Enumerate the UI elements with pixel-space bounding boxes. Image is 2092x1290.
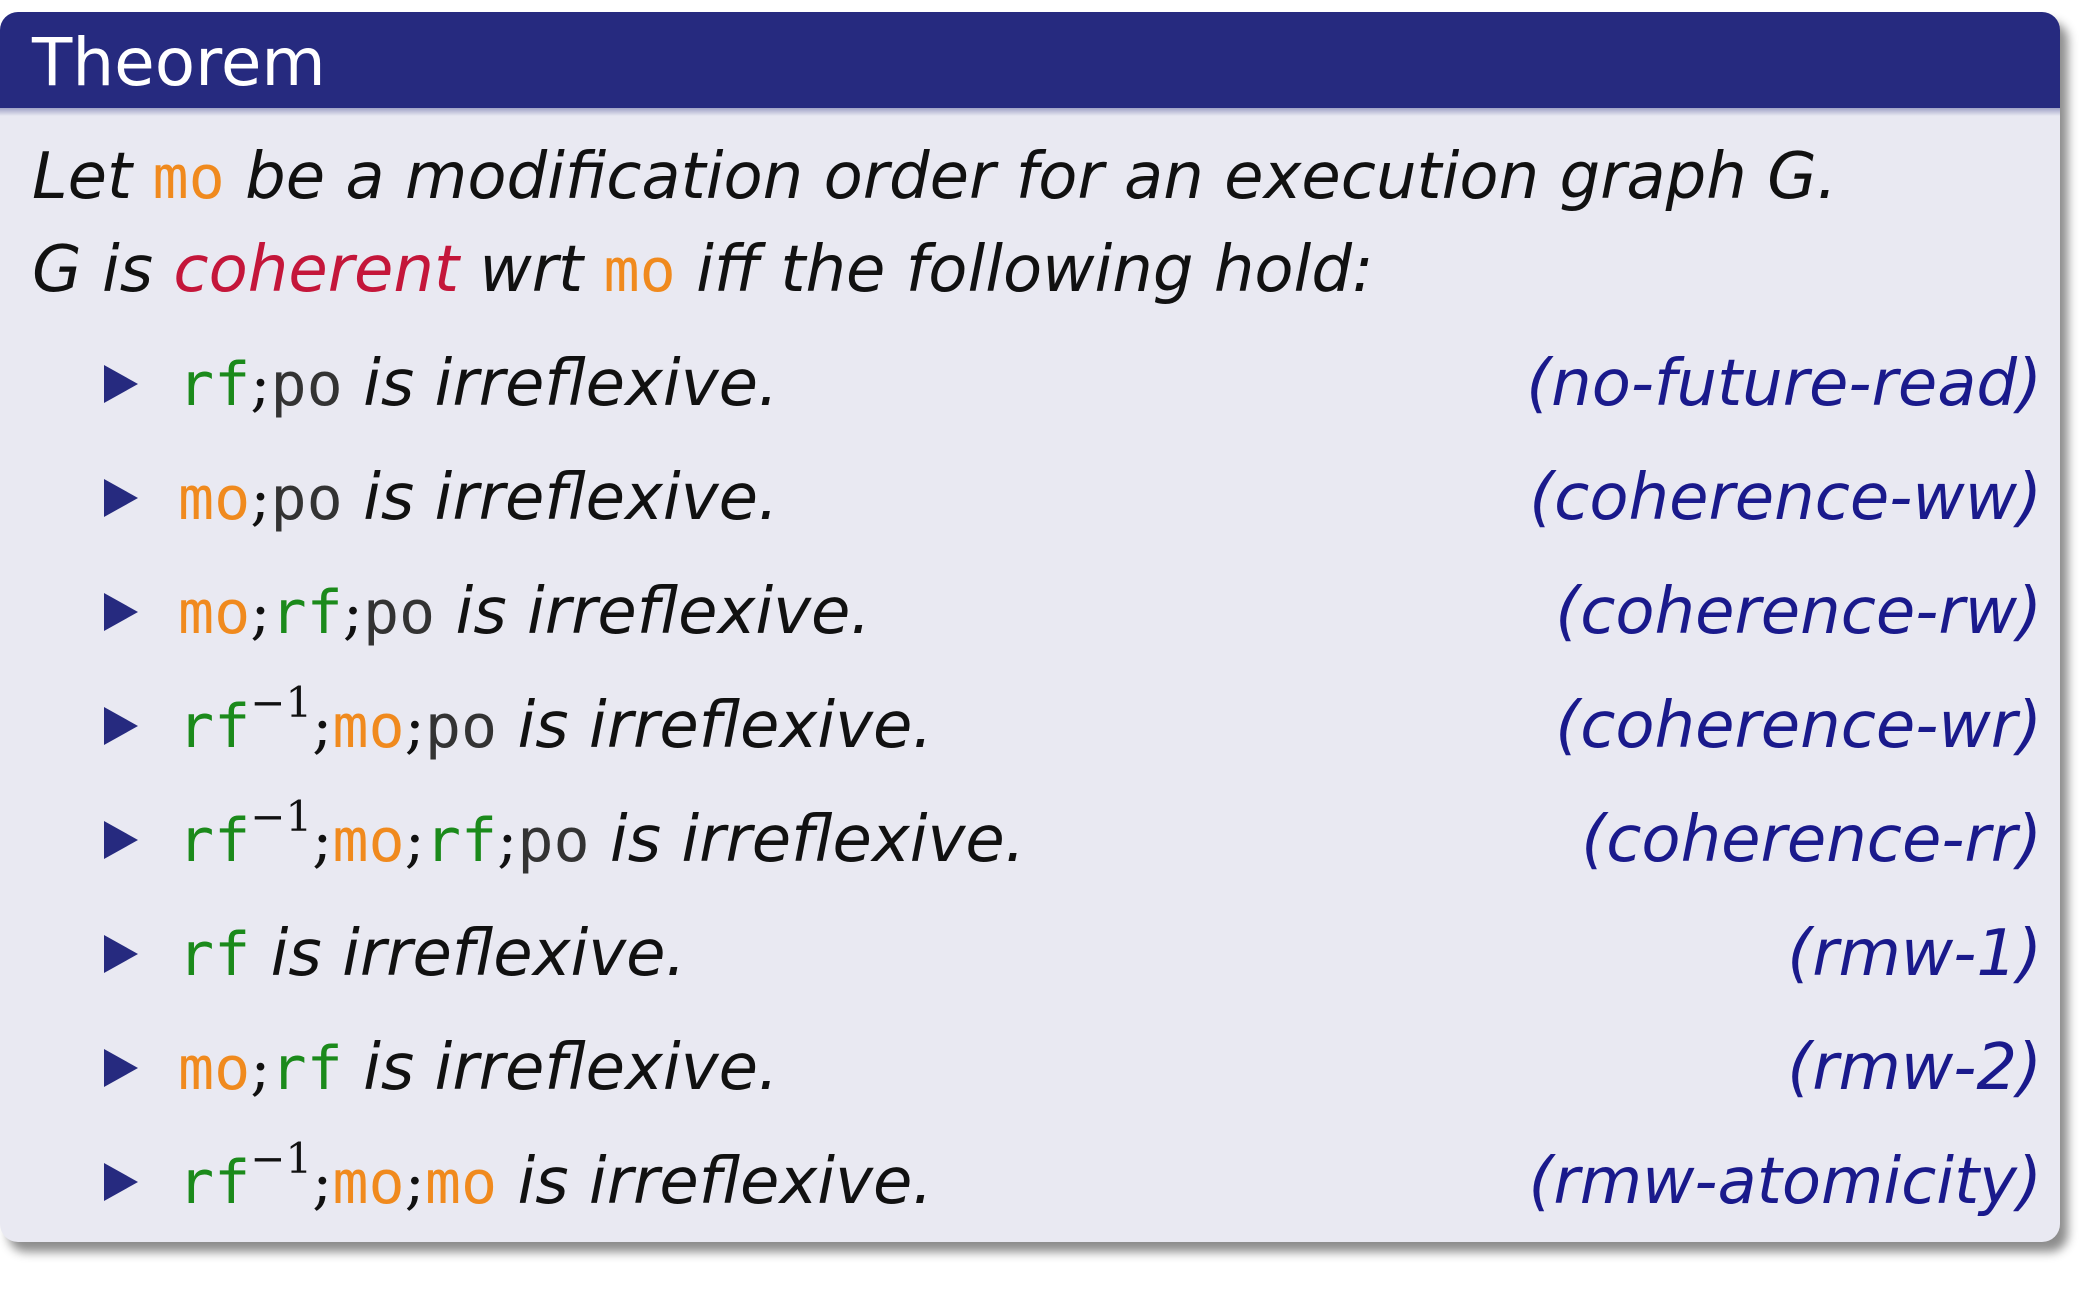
- intro-line-1: Let mo be a modification order for an ex…: [32, 140, 1837, 214]
- semicolon: ;: [404, 1148, 425, 1218]
- condition-item: rf−1;mo;po is irreflexive. (coherence-wr…: [0, 679, 2060, 793]
- term-rf: rf: [178, 1148, 251, 1218]
- theorem-header: Theorem: [0, 12, 2060, 116]
- condition-tag: (coherence-ww): [1529, 461, 2042, 535]
- term-po: po: [517, 806, 590, 876]
- condition-formula: rf−1;mo;mo is irreflexive.: [178, 1138, 933, 1220]
- condition-text: is irreflexive.: [497, 689, 933, 763]
- condition-item: rf;po is irreflexive. (no-future-read): [0, 337, 2060, 451]
- term-mo: mo: [603, 236, 676, 306]
- intro-text: G is: [32, 233, 174, 307]
- term-rf: rf: [178, 350, 251, 420]
- term-mo: mo: [332, 806, 405, 876]
- term-mo: mo: [178, 578, 251, 648]
- triangle-bullet-icon: [104, 821, 138, 859]
- condition-text: is irreflexive.: [250, 917, 686, 991]
- condition-item: mo;rf;po is irreflexive. (coherence-rw): [0, 565, 2060, 679]
- term-mo: mo: [332, 1148, 405, 1218]
- condition-text: is irreflexive.: [589, 803, 1026, 877]
- intro-line-2: G is coherent wrt mo iff the following h…: [32, 233, 1374, 307]
- semicolon: ;: [250, 1034, 271, 1104]
- condition-item: mo;po is irreflexive. (coherence-ww): [0, 451, 2060, 565]
- intro-text: be a modification order for an execution…: [224, 140, 1838, 214]
- semicolon: ;: [250, 578, 271, 648]
- semicolon: ;: [497, 806, 518, 876]
- condition-tag: (no-future-read): [1526, 347, 2042, 421]
- condition-tag: (rmw-atomicity): [1528, 1145, 2042, 1219]
- condition-formula: rf;po is irreflexive.: [178, 347, 778, 421]
- term-mo: mo: [424, 1148, 498, 1218]
- condition-item: rf−1;mo;rf;po is irreflexive. (coherence…: [0, 793, 2060, 907]
- semicolon: ;: [342, 578, 363, 648]
- condition-formula: rf is irreflexive.: [178, 917, 686, 991]
- intro-text: Let: [32, 140, 153, 214]
- condition-tag: (rmw-2): [1787, 1031, 2042, 1105]
- condition-formula: mo;rf;po is irreflexive.: [178, 575, 871, 649]
- theorem-title: Theorem: [32, 24, 326, 101]
- triangle-bullet-icon: [104, 935, 138, 973]
- semicolon: ;: [250, 464, 271, 534]
- condition-tag: (coherence-wr): [1555, 689, 2042, 763]
- triangle-bullet-icon: [104, 365, 138, 403]
- semicolon: ;: [312, 1148, 333, 1218]
- term-po: po: [362, 578, 436, 648]
- inverse-superscript: −1: [250, 1134, 313, 1183]
- term-mo: mo: [178, 464, 251, 534]
- semicolon: ;: [404, 692, 425, 762]
- term-mo: mo: [152, 143, 225, 213]
- condition-item: rf−1;mo;mo is irreflexive. (rmw-atomicit…: [0, 1135, 2060, 1242]
- triangle-bullet-icon: [104, 479, 138, 517]
- semicolon: ;: [312, 692, 333, 762]
- triangle-bullet-icon: [104, 593, 138, 631]
- term-rf: rf: [178, 692, 251, 762]
- semicolon: ;: [404, 806, 425, 876]
- term-rf: rf: [178, 920, 251, 990]
- term-po: po: [424, 692, 498, 762]
- condition-text: is irreflexive.: [435, 575, 871, 649]
- condition-text: is irreflexive.: [342, 347, 779, 421]
- triangle-bullet-icon: [104, 1163, 138, 1201]
- condition-text: is irreflexive.: [342, 1031, 779, 1105]
- condition-formula: rf−1;mo;rf;po is irreflexive.: [178, 796, 1026, 878]
- term-rf: rf: [270, 1034, 343, 1104]
- condition-formula: rf−1;mo;po is irreflexive.: [178, 682, 933, 764]
- condition-tag: (coherence-rw): [1555, 575, 2042, 649]
- inverse-superscript: −1: [250, 678, 313, 727]
- condition-text: is irreflexive.: [342, 461, 779, 535]
- term-rf: rf: [424, 806, 498, 876]
- condition-tag: (coherence-rr): [1581, 803, 2042, 877]
- triangle-bullet-icon: [104, 1049, 138, 1087]
- intro-text: iff the following hold:: [675, 233, 1374, 307]
- term-po: po: [270, 464, 343, 534]
- term-rf: rf: [270, 578, 343, 648]
- condition-formula: mo;rf is irreflexive.: [178, 1031, 778, 1105]
- semicolon: ;: [312, 806, 333, 876]
- term-po: po: [270, 350, 343, 420]
- condition-item: rf is irreflexive. (rmw-1): [0, 907, 2060, 1021]
- term-rf: rf: [178, 806, 251, 876]
- condition-list: rf;po is irreflexive. (no-future-read) m…: [0, 337, 2060, 1242]
- condition-text: is irreflexive.: [497, 1145, 933, 1219]
- theorem-block: Theorem Let mo be a modification order f…: [0, 12, 2060, 1242]
- term-mo: mo: [332, 692, 405, 762]
- term-mo: mo: [178, 1034, 251, 1104]
- coherent-highlight: coherent: [173, 233, 460, 307]
- triangle-bullet-icon: [104, 707, 138, 745]
- condition-formula: mo;po is irreflexive.: [178, 461, 778, 535]
- condition-item: mo;rf is irreflexive. (rmw-2): [0, 1021, 2060, 1135]
- semicolon: ;: [250, 350, 271, 420]
- intro-text: wrt: [459, 233, 604, 307]
- inverse-superscript: −1: [250, 792, 313, 841]
- condition-tag: (rmw-1): [1787, 917, 2042, 991]
